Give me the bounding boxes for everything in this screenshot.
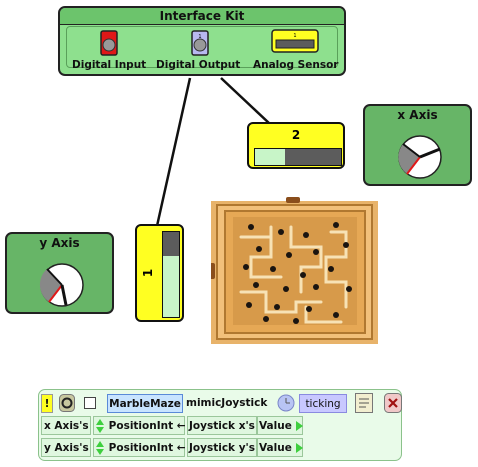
x-axis-dial-icon[interactable] (395, 132, 445, 182)
row2-value: Value (259, 442, 292, 454)
connector-analog1 (155, 77, 192, 227)
row1-property: PositionInt (108, 420, 174, 432)
connector-analog2 (220, 77, 271, 125)
x-axis-title: x Axis (397, 108, 438, 122)
script-row-1[interactable]: x Axis's PositionInt ← Joystick x's Valu… (41, 416, 303, 437)
digital-input-icon[interactable] (100, 30, 118, 56)
analog-sensor-value: 1 (293, 33, 296, 39)
y-axis-panel[interactable]: y Axis (5, 232, 114, 314)
row2-value-cell[interactable]: Value (257, 438, 303, 457)
marble-maze-image[interactable] (211, 197, 378, 344)
row1-value: Value (259, 420, 292, 432)
analog-sensor-2-bar (254, 148, 342, 166)
x-axis-panel[interactable]: x Axis (363, 104, 472, 186)
digital-output-icon[interactable]: 1 (191, 30, 209, 56)
digital-output-label: Digital Output (156, 59, 241, 71)
analog-sensor-2[interactable]: 2 (247, 122, 345, 169)
analog-sensor-2-fill (255, 149, 286, 165)
script-row-2[interactable]: y Axis's PositionInt ← Joystick y's Valu… (41, 438, 303, 459)
script-checkbox[interactable] (84, 397, 96, 409)
row1-property-cell[interactable]: PositionInt ← (93, 416, 186, 435)
interface-kit-body (66, 26, 338, 68)
y-axis-dial-icon[interactable] (37, 260, 87, 310)
digital-input-label: Digital Input (72, 59, 147, 71)
analog-sensor-1-bar (162, 231, 180, 318)
script-editor[interactable]: ! MarbleMaze mimicJoystick ticking x Axi… (38, 389, 402, 461)
row2-target[interactable]: y Axis's (41, 438, 91, 457)
digital-output-value: 1 (198, 34, 201, 40)
script-header: ! MarbleMaze mimicJoystick ticking (41, 393, 402, 414)
row2-property-cell[interactable]: PositionInt ← (93, 438, 186, 457)
interface-kit-title: Interface Kit (60, 8, 344, 25)
analog-sensor-1[interactable]: 1 (135, 224, 184, 322)
row1-updown-icon[interactable] (95, 418, 105, 434)
script-info-icon[interactable] (355, 393, 373, 413)
row2-source[interactable]: Joystick y's (187, 438, 257, 457)
object-name-tile[interactable]: MarbleMaze (107, 394, 183, 413)
interface-kit-panel[interactable]: Interface Kit 1 1 Digital Input Digital … (58, 6, 346, 76)
clock-icon[interactable] (277, 394, 295, 412)
status-button[interactable]: ticking (299, 394, 347, 413)
analog-sensor-1-empty (163, 232, 179, 256)
row2-value-arrow-icon[interactable] (295, 443, 303, 453)
row2-property: PositionInt (108, 442, 174, 454)
row2-assign-arrow-icon: ← (176, 442, 186, 454)
script-menu-icon[interactable] (59, 394, 75, 412)
row1-source[interactable]: Joystick x's (187, 416, 257, 435)
row2-updown-icon[interactable] (95, 440, 105, 456)
analog-sensor-icon[interactable]: 1 (271, 29, 319, 53)
exclaim-button[interactable]: ! (41, 394, 53, 413)
row1-value-cell[interactable]: Value (257, 416, 303, 435)
close-icon[interactable] (384, 393, 402, 413)
row1-assign-arrow-icon: ← (176, 420, 186, 432)
analog-sensor-1-label: 1 (141, 268, 156, 278)
analog-sensor-label: Analog Sensor (253, 59, 339, 71)
script-name[interactable]: mimicJoystick (186, 397, 268, 409)
analog-sensor-2-label: 2 (291, 128, 301, 142)
row1-value-arrow-icon[interactable] (295, 421, 303, 431)
y-axis-title: y Axis (39, 236, 80, 250)
row1-target[interactable]: x Axis's (41, 416, 91, 435)
